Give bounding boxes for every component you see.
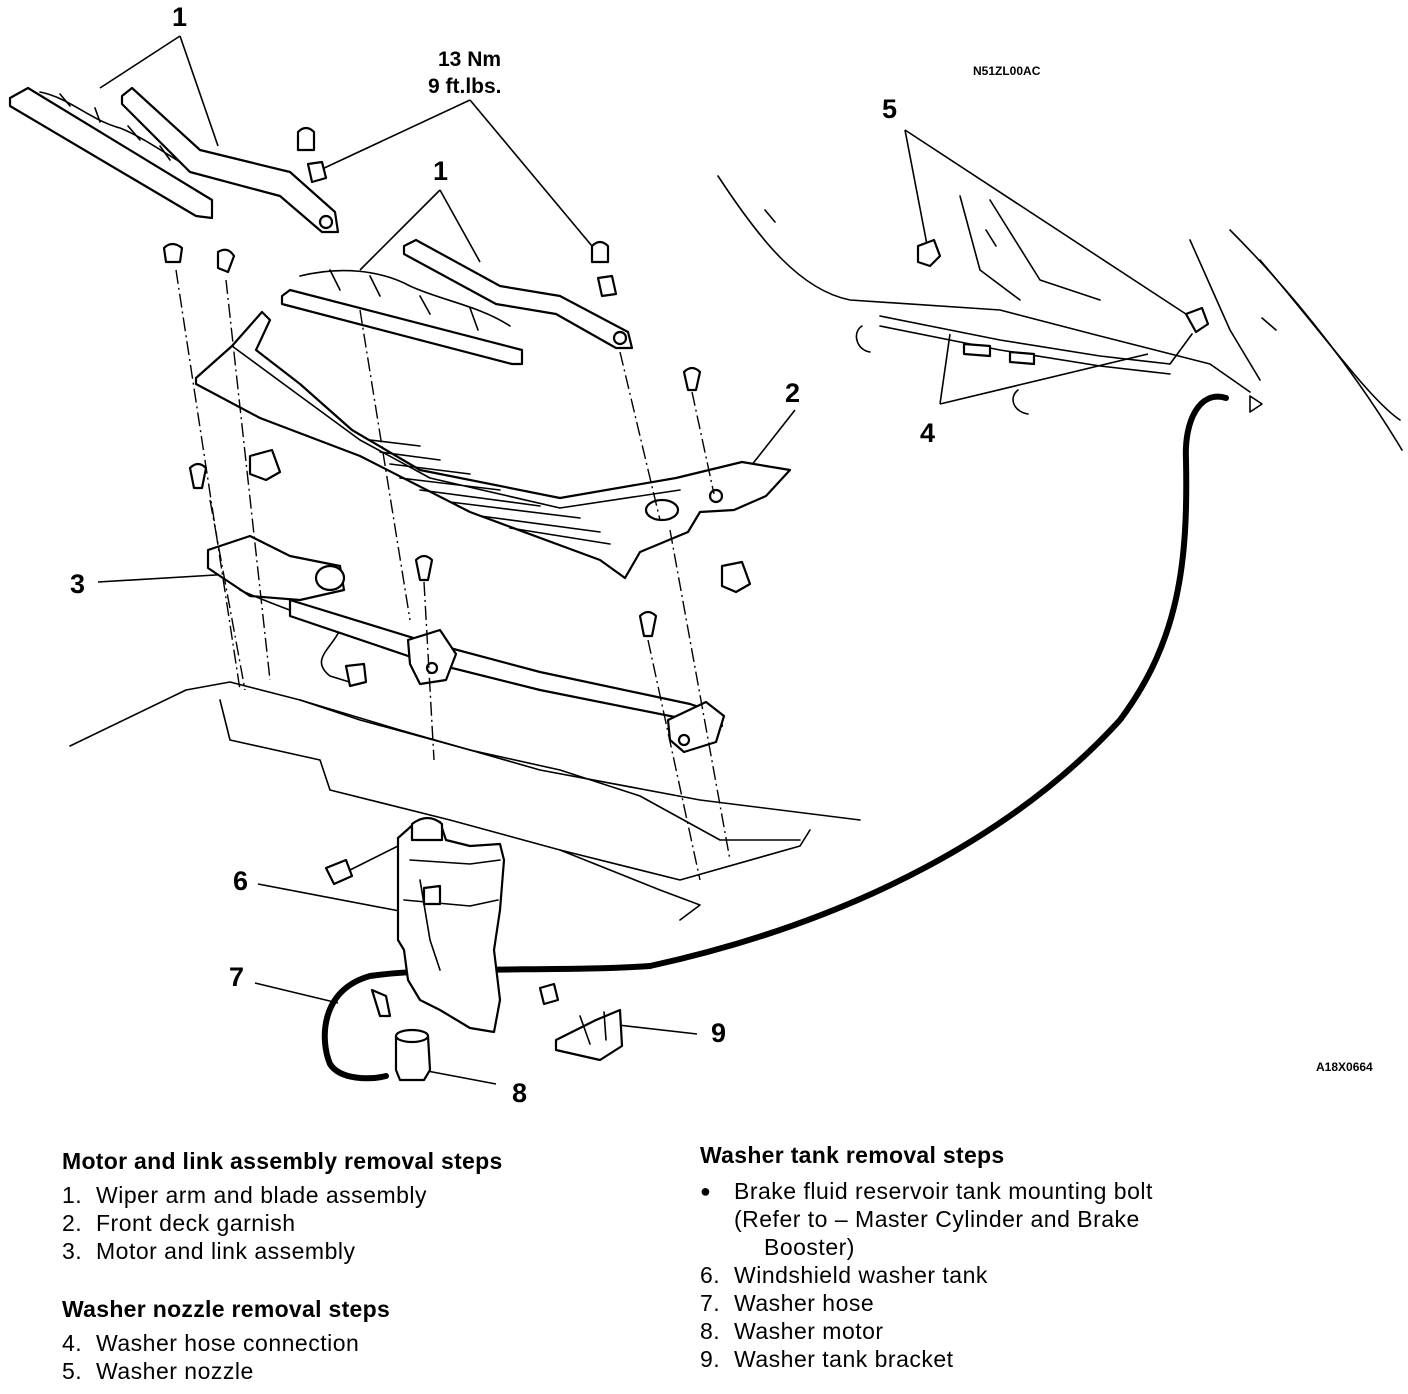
callout-5: 5 <box>882 94 897 124</box>
washer-tank <box>396 816 506 1034</box>
step-item: 3.Motor and link assembly <box>62 1238 356 1264</box>
washer-motor <box>370 988 432 1082</box>
section-title: Washer tank removal steps <box>700 1142 1005 1168</box>
step-item: 9.Washer tank bracket <box>700 1346 954 1372</box>
motor-link-removal-steps: Motor and link assembly removal steps 1.… <box>62 1148 503 1265</box>
leader-lines <box>97 35 1193 1085</box>
wiper-nut-caps-center <box>590 240 618 298</box>
exploded-view-diagram: 1 1 2 3 4 5 6 7 8 9 13 Nm 9 ft.lbs. N51Z… <box>8 2 1403 1108</box>
callout-6: 6 <box>233 866 248 896</box>
wiper-arm-left <box>120 86 340 234</box>
washer-tank-removal-steps: Washer tank removal steps ●Brake fluid r… <box>700 1142 1153 1373</box>
vehicle-cowl-body <box>69 681 861 921</box>
washer-tank-bracket <box>538 982 624 1062</box>
callout-2: 2 <box>785 378 800 408</box>
callout-8: 8 <box>512 1078 527 1108</box>
step-list: 1.Wiper arm and blade assembly 2.Front d… <box>62 1181 503 1265</box>
washer-nozzles <box>916 238 1210 334</box>
torque-nm: 13 Nm <box>438 48 501 71</box>
callout-3: 3 <box>70 569 85 599</box>
step-item: 6.Windshield washer tank <box>700 1262 988 1288</box>
section-title: Washer nozzle removal steps <box>62 1296 391 1322</box>
step-item: 8.Washer motor <box>700 1318 884 1344</box>
section-title: Motor and link assembly removal steps <box>62 1148 503 1174</box>
torque-ftlbs: 9 ft.lbs. <box>428 75 502 98</box>
step-list: 4.Washer hose connection 5.Washer nozzle <box>62 1329 390 1385</box>
step-item: 7.Washer hose <box>700 1290 875 1316</box>
callout-7: 7 <box>229 962 244 992</box>
callout-1-top-left: 1 <box>172 2 187 32</box>
step-item: 1.Wiper arm and blade assembly <box>62 1182 428 1208</box>
washer-nozzle-removal-steps: Washer nozzle removal steps 4.Washer hos… <box>62 1296 390 1385</box>
alignment-dash-lines <box>175 269 731 881</box>
ref-code-bottom: A18X0664 <box>1316 1060 1373 1074</box>
wiper-motor-link-assembly <box>206 534 726 754</box>
step-item: 2.Front deck garnish <box>62 1210 296 1236</box>
wiper-blade-center <box>280 269 524 366</box>
ref-code-top: N51ZL00AC <box>973 64 1041 78</box>
brake-reservoir-bolt <box>324 845 399 886</box>
callout-9: 9 <box>711 1018 726 1048</box>
garnish-screws <box>162 242 702 638</box>
front-deck-garnish <box>194 310 792 580</box>
windshield-cowl-area <box>717 175 1403 451</box>
callout-4: 4 <box>920 418 935 448</box>
bullet-icon: ● <box>700 1181 712 1201</box>
garnish-grille-slots <box>369 439 611 545</box>
step-item: 4.Washer hose connection <box>62 1330 360 1356</box>
wiper-nut-caps-left <box>296 126 328 184</box>
wiper-blade-left <box>8 86 214 220</box>
step-list: ●Brake fluid reservoir tank mounting bol… <box>700 1177 1153 1373</box>
garnish-clips <box>248 448 752 594</box>
callout-1-center: 1 <box>433 156 448 186</box>
bullet-step-item: ●Brake fluid reservoir tank mounting bol… <box>700 1178 1153 1260</box>
step-item: 5.Washer nozzle <box>62 1358 254 1384</box>
washer-hose-connection <box>855 315 1263 415</box>
wiper-arm-center <box>402 238 634 350</box>
washer-hose-long <box>321 393 1229 1082</box>
